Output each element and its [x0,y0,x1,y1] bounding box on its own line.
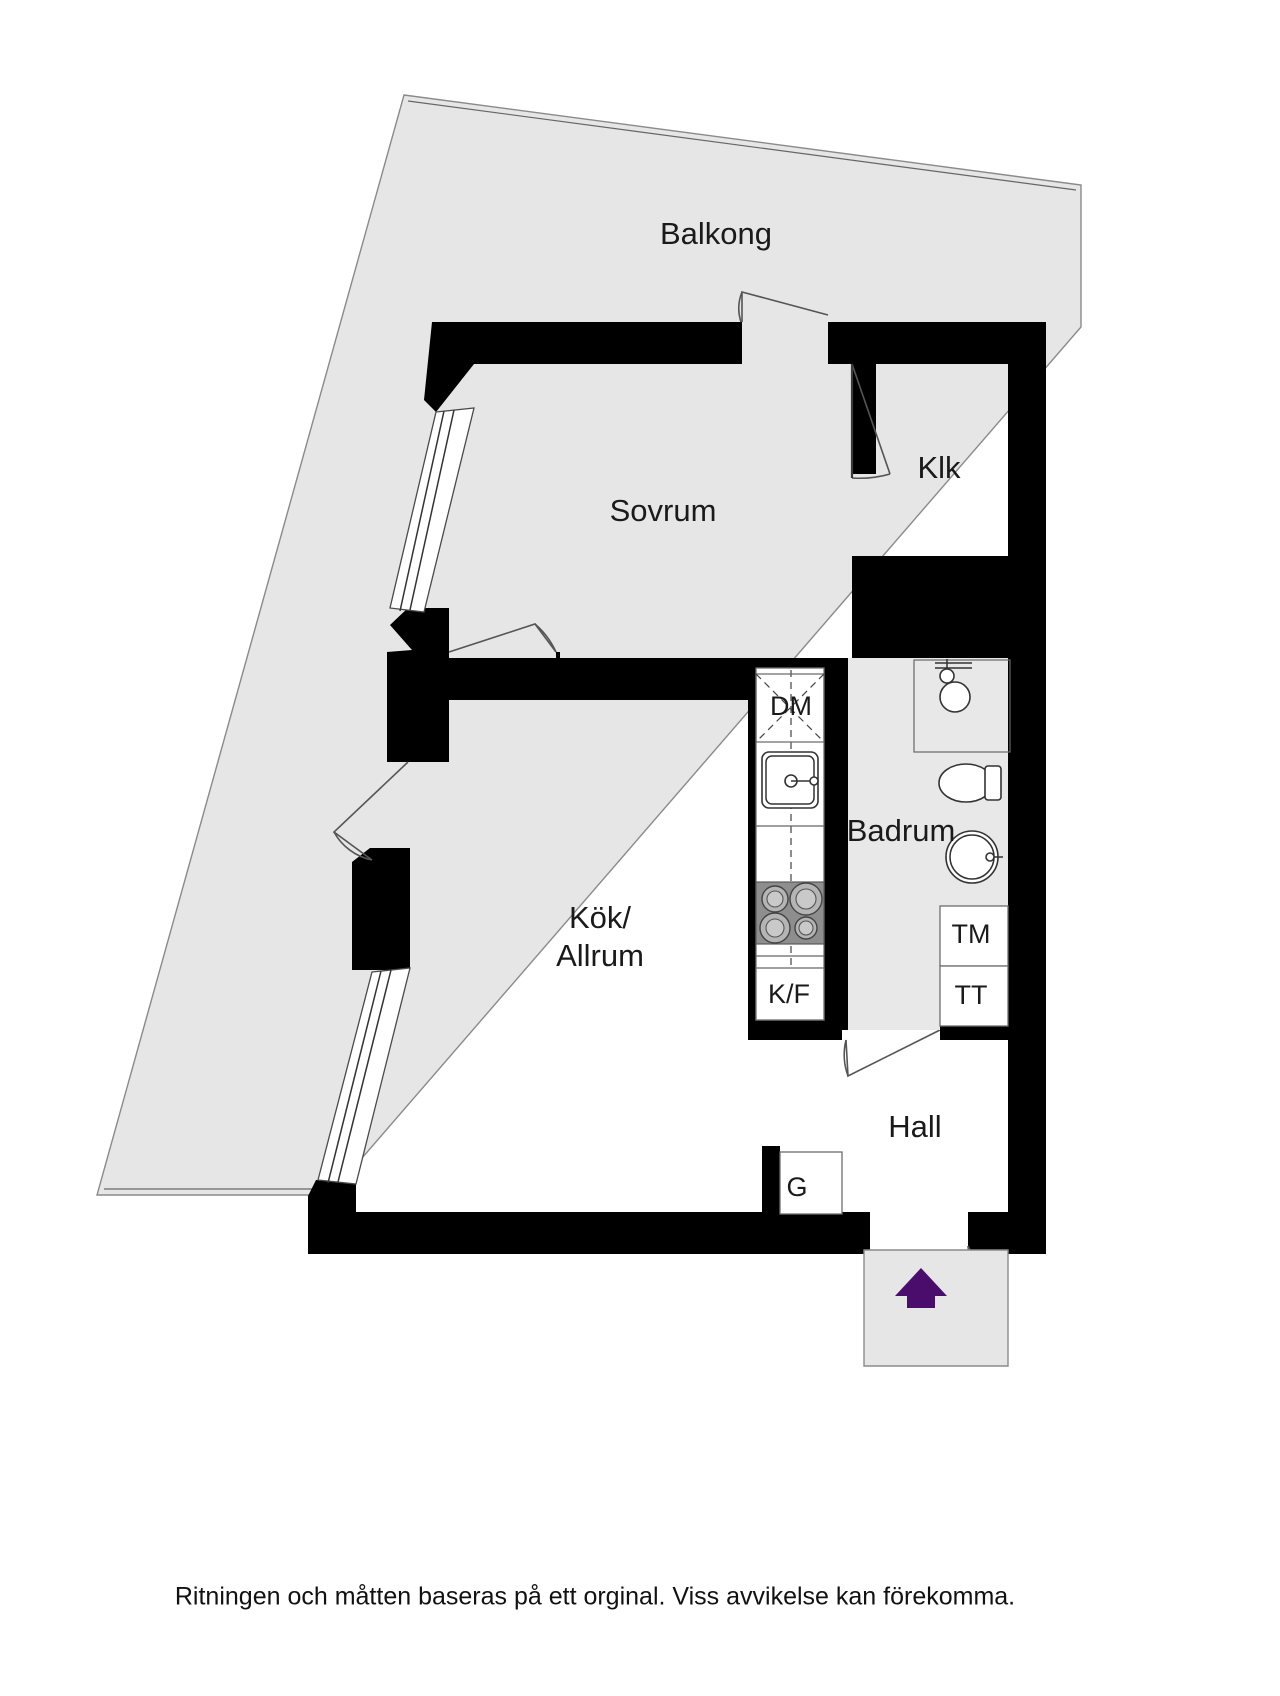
window-kokallrum [317,967,411,1185]
fridge-freezer-box [755,967,825,1021]
window-sovrum [389,407,475,613]
door-allrum-balcony [332,761,409,861]
wall-top-left [432,322,742,364]
door-badrum [843,1029,941,1078]
wall-left-mid-a [390,606,449,650]
entrance-area [863,1249,1009,1367]
wall-bottom-exterior [308,1212,870,1254]
label-balkong: Balkong [660,216,772,251]
label-badrum: Badrum [847,813,956,848]
wall-right-exterior [1008,322,1046,1250]
wall-klk-bottom [852,556,1008,658]
wall-left-lower [308,1180,356,1254]
balcony-outline [96,94,1082,1196]
label-hall: Hall [888,1109,941,1144]
wall-wardrobe-stub [762,1146,780,1216]
wall-bottom-right-stub [968,1212,1046,1254]
wall-left-mid-b [387,700,449,762]
balcony-area [96,94,1082,1196]
door-klk [850,363,891,480]
balcony-inner-edge-top [407,100,1077,191]
appliance-labels: DM K/F TM TT G [768,691,991,1202]
wall-kitchen-bottom [748,1018,842,1040]
room-labels: Balkong Sovrum Klk Kök/ Allrum Badrum Ha… [556,216,961,1144]
wall-bathroom-right-bottom [1008,1018,1046,1040]
label-kf: K/F [768,979,810,1009]
stove-hob [755,881,825,945]
doors [332,290,976,1288]
label-klk: Klk [917,450,961,485]
kitchen-sink [761,751,819,809]
apartment-walls [308,322,1046,1254]
entrance-direction-arrow [895,1268,947,1308]
kitchen-run [755,667,825,1021]
bathroom-area [848,658,1011,1030]
label-sovrum: Sovrum [610,493,717,528]
shower [913,659,1011,753]
door-balcony [738,290,829,323]
wall-kitchen-left [748,658,756,1030]
plan-caption: Ritningen och måtten baseras på ett orgi… [175,1583,1015,1611]
label-tt: TT [955,980,988,1010]
wall-left-mid-c [352,848,410,970]
label-allrum: Allrum [556,938,644,973]
wall-mid-horizontal [387,650,824,762]
washing-machine-box [939,905,1009,967]
wall-kitchen-bathroom [824,658,848,1030]
label-kok: Kök/ [569,900,631,935]
label-tm: TM [952,919,991,949]
door-sovrum [448,623,557,653]
wall-klk-left-upper [852,364,876,474]
washbasin [945,830,1003,884]
toilet [938,763,1002,803]
windows [317,407,475,1185]
label-dm: DM [770,691,812,721]
wall-kitchen-nook-left [752,658,772,668]
dishwasher-unit [755,673,825,743]
wall-left-upper-corner [424,322,474,412]
label-g: G [786,1172,807,1202]
tumble-dryer-box [939,965,1009,1027]
wardrobe-box [779,1151,843,1215]
